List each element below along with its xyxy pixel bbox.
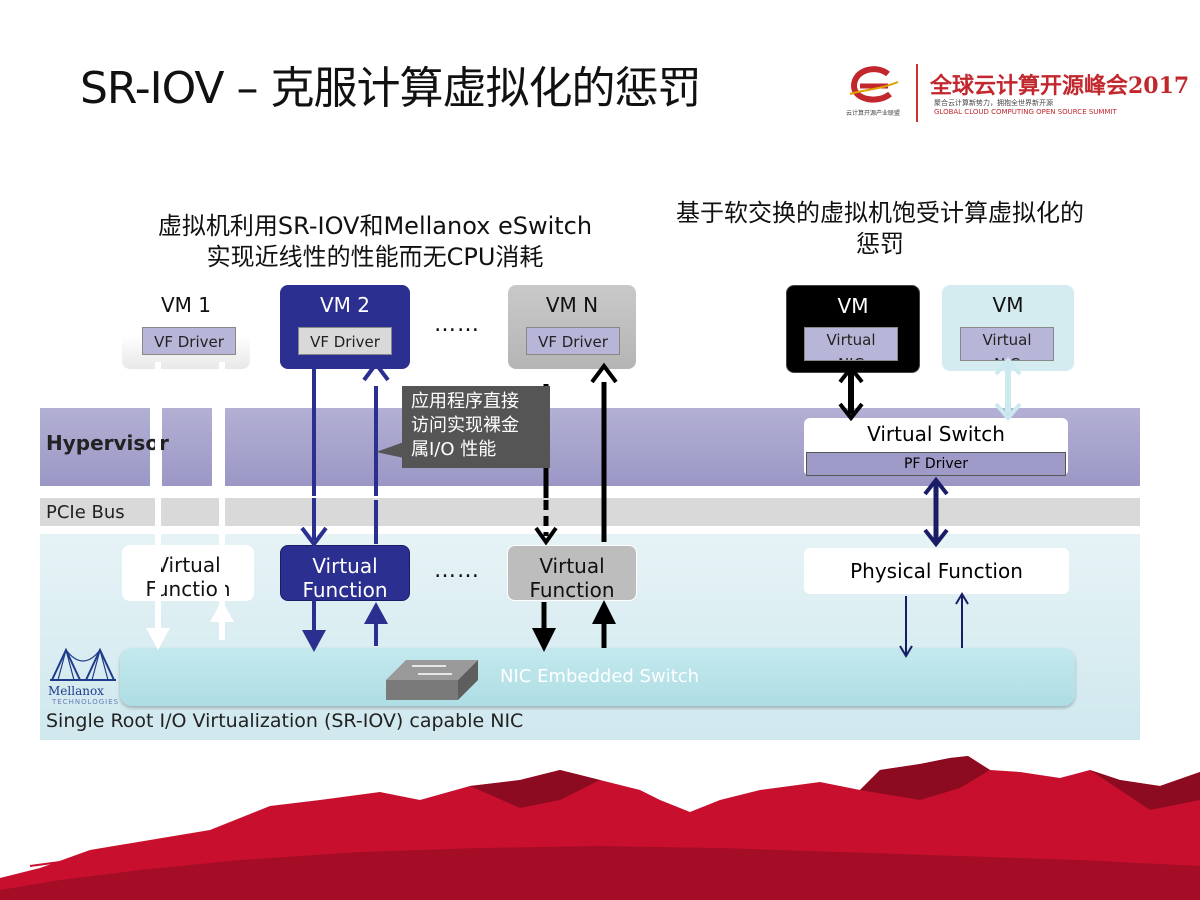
callout-line2: 访问实现裸金 [411, 415, 519, 436]
nic-label: Single Root I/O Virtualization (SR-IOV) … [46, 710, 524, 732]
nic-embedded-switch-label: NIC Embedded Switch [500, 666, 700, 687]
left-heading-line1: 虚拟机利用SR-IOV和Mellanox eSwitch [157, 212, 593, 240]
virtual-function-n-line2: Function [529, 578, 615, 602]
alliance-name: 云计算开源产业联盟 [846, 110, 901, 117]
summit-english: GLOBAL CLOUD COMPUTING OPEN SOURCE SUMMI… [934, 108, 1117, 116]
vm-n-vf-driver: VF Driver [526, 327, 620, 355]
vm-soft-switch-1-vnic-line1: Virtual [826, 331, 876, 349]
pcie-label: PCIe Bus [46, 502, 125, 523]
summit-name: 全球云计算开源峰会2017 [930, 73, 1190, 99]
soft-switch-arrows [838, 356, 1022, 658]
virtual-function-1-line1: Virtual [155, 553, 221, 577]
callout-pointer [376, 442, 404, 458]
vm-2-label: VM 2 [319, 293, 371, 317]
alliance-logo [848, 64, 900, 106]
nic-embedded-switch [120, 648, 1075, 706]
vm-2-vf-driver: VF Driver [298, 327, 392, 355]
pf-driver: PF Driver [806, 452, 1066, 476]
left-heading: 虚拟机利用SR-IOV和Mellanox eSwitch 实现近线性的性能而无C… [120, 211, 630, 273]
virtual-function-n: Virtual Function [507, 545, 637, 602]
vm-soft-switch-2-vnic-line2: NIC [961, 352, 1053, 360]
callout-box: 应用程序直接 访问实现裸金 属I/O 性能 [402, 386, 550, 468]
vf-ellipsis: …… [434, 558, 480, 583]
physical-function: Physical Function [804, 548, 1069, 594]
right-heading-line1: 基于软交换的虚拟机饱受计算虚拟化的 [676, 199, 1084, 227]
vm-soft-switch-2-label: VM [992, 293, 1024, 317]
vm-1-label: VM 1 [160, 293, 212, 317]
virtual-function-n-line1: Virtual [539, 554, 605, 578]
vm-soft-switch-1-vnic-line2: NIC [805, 352, 897, 360]
vm-soft-switch-1-label: VM [837, 294, 869, 318]
right-heading-line2: 惩罚 [856, 230, 904, 258]
summit-tagline: 聚合云计算新势力，拥抱全世界新开源 [934, 99, 1053, 107]
left-heading-line2: 实现近线性的性能而无CPU消耗 [206, 243, 544, 271]
virtual-switch-label: Virtual Switch [867, 422, 1005, 446]
great-wall-decoration [0, 756, 1200, 900]
mellanox-logo [50, 646, 116, 682]
page-title: SR-IOV – 克服计算虚拟化的惩罚 [80, 63, 702, 114]
vm-soft-switch-2-vnic-line1: Virtual [982, 331, 1032, 349]
alliance-logo-icon [849, 66, 899, 103]
switch-icon [386, 660, 478, 700]
vm-soft-switch-2-vnic: Virtual NIC [960, 327, 1054, 361]
vm-1-arrows [146, 362, 234, 650]
right-heading: 基于软交换的虚拟机饱受计算虚拟化的 惩罚 [640, 198, 1120, 260]
hypervisor-label: Hypervisor [46, 431, 169, 455]
mellanox-sub: TECHNOLOGIES [52, 698, 120, 706]
vm-ellipsis: …… [434, 312, 480, 337]
vm-2-arrows [300, 360, 390, 652]
virtual-function-2: Virtual Function [280, 545, 410, 602]
vm-n-label: VM N [545, 293, 599, 317]
vm-1-vf-driver: VF Driver [142, 327, 236, 355]
callout-line1: 应用程序直接 [411, 391, 519, 412]
virtual-function-2-line2: Function [302, 578, 388, 602]
logo-divider [916, 64, 918, 122]
virtual-function-2-line1: Virtual [312, 554, 378, 578]
callout-line3: 属I/O 性能 [411, 439, 497, 460]
mellanox-name: Mellanox [48, 684, 104, 698]
virtual-function-1: Virtual Function [122, 545, 254, 601]
vm-soft-switch-1-vnic: Virtual NIC [804, 327, 898, 361]
mellanox-bridge-icon [50, 647, 116, 681]
